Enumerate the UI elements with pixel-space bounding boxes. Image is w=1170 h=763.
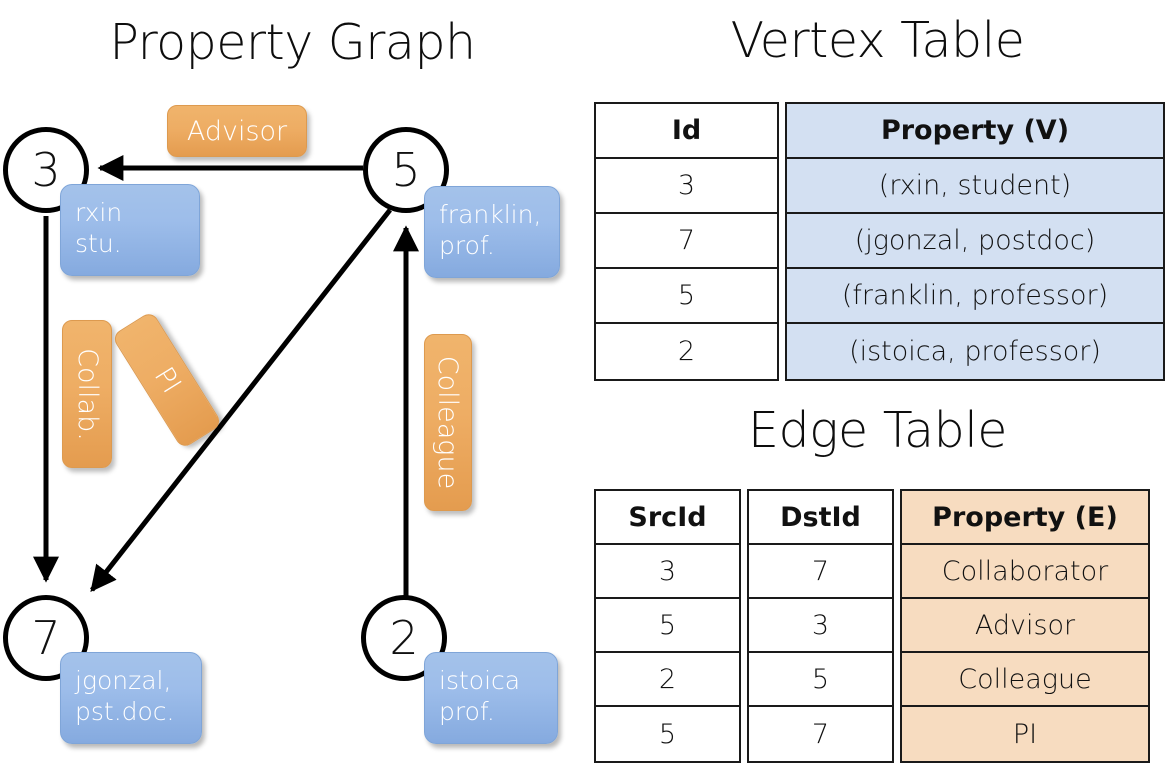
edge-label-pi-text: PI: [147, 361, 187, 399]
vertex-table-row: 3: [596, 159, 777, 214]
vertex-property-box-7-line1: jgonzal,: [75, 666, 172, 695]
vertex-table-header-property: Property (V): [787, 104, 1163, 159]
vertex-node-7-label: 7: [31, 611, 61, 665]
edge-table-row: Advisor: [902, 599, 1148, 653]
vertex-table: Id 3 7 5 2 Property (V) (rxin, student) …: [594, 102, 1165, 381]
vertex-property-box-2-line2: prof.: [439, 697, 495, 726]
vertex-property-box-2-line1: istoica: [439, 666, 521, 695]
vertex-property-box-7: jgonzal, pst.doc.: [60, 652, 202, 744]
vertex-property-box-3-line1: rxin: [75, 198, 123, 227]
vertex-table-row: (jgonzal, postdoc): [787, 214, 1163, 269]
edge-table-header-dstid: DstId: [749, 491, 892, 545]
vertex-node-3-label: 3: [31, 143, 61, 197]
vertex-table-row: 2: [677, 336, 696, 367]
vertex-table-row: (franklin, professor): [787, 269, 1163, 324]
edge-table-row: 5: [596, 599, 739, 653]
graph-edge-layer: [33, 155, 419, 596]
edge-label-collab-text: Collab.: [71, 347, 103, 441]
property-graph-diagram: 3 5 7 2 rxin stu. franklin, prof. jgonza…: [0, 0, 585, 760]
vertex-table-row: (rxin, student): [787, 159, 1163, 214]
vertex-node-5-label: 5: [391, 143, 421, 197]
edge-label-colleague-text: Colleague: [432, 355, 464, 490]
vertex-property-box-3: rxin stu.: [60, 184, 200, 276]
edge-table-row: Colleague: [902, 653, 1148, 707]
edge-table: SrcId 3 5 2 5 DstId 7 3 5 7 Property (E)…: [594, 489, 1150, 763]
edge-label-advisor-text: Advisor: [186, 115, 288, 147]
edge-table-row: 5: [749, 653, 892, 707]
vertex-property-box-5: franklin, prof.: [424, 186, 560, 278]
vertex-node-5[interactable]: 5: [363, 127, 449, 213]
vertex-node-2-label: 2: [389, 611, 419, 665]
edge-label-colleague: Colleague: [424, 334, 472, 511]
page-title-edge-table: Edge Table: [748, 402, 1007, 459]
edge-table-column-dstid: DstId 7 3 5 7: [747, 489, 894, 763]
edge-table-row: 5: [658, 718, 677, 750]
edge-label-advisor: Advisor: [167, 105, 307, 157]
edge-table-header-property: Property (E): [902, 491, 1148, 545]
vertex-property-box-3-line2: stu.: [75, 229, 122, 258]
vertex-property-box-2: istoica prof.: [424, 652, 558, 744]
edge-table-row: PI: [902, 707, 1148, 761]
page-title-vertex-table: Vertex Table: [730, 12, 1025, 69]
vertex-table-header-id: Id: [596, 104, 777, 159]
edge-table-row: 3: [749, 599, 892, 653]
edge-table-row: Collaborator: [902, 545, 1148, 599]
vertex-table-row: (istoica, professor): [787, 324, 1163, 379]
vertex-property-box-7-line2: pst.doc.: [75, 697, 175, 726]
edge-table-row: 3: [596, 545, 739, 599]
vertex-property-box-5-line2: prof.: [439, 231, 495, 260]
edge-table-row: 7: [811, 718, 830, 750]
edge-label-collab: Collab.: [62, 320, 112, 468]
vertex-table-row: 5: [596, 269, 777, 324]
edge-table-header-srcid: SrcId: [596, 491, 739, 545]
page-title-property-graph: Property Graph: [109, 14, 476, 71]
edge-table-column-property: Property (E) Collaborator Advisor Collea…: [900, 489, 1150, 763]
vertex-node-2[interactable]: 2: [361, 595, 447, 681]
vertex-table-row: 7: [596, 214, 777, 269]
vertex-table-column-id: Id 3 7 5 2: [594, 102, 779, 381]
edge-table-column-srcid: SrcId 3 5 2 5: [594, 489, 741, 763]
vertex-property-box-5-line1: franklin,: [439, 200, 542, 229]
edge-5-to-7-pi: [90, 208, 392, 593]
edge-table-row: 2: [596, 653, 739, 707]
vertex-table-column-property: Property (V) (rxin, student) (jgonzal, p…: [785, 102, 1165, 381]
edge-table-row: 7: [749, 545, 892, 599]
